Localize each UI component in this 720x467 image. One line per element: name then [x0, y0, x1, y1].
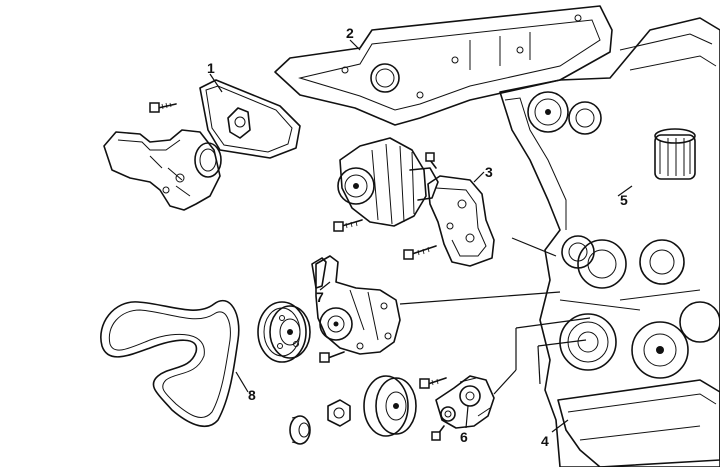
callout-2: 2: [346, 25, 354, 41]
thermostat-gasket: [199, 79, 301, 159]
callout-labels: 1 2 3 4 5 6 7 8: [207, 25, 628, 449]
nut: [327, 399, 351, 427]
thermostat-housing: [103, 129, 222, 211]
bolt: [149, 102, 177, 113]
callout-8: 8: [248, 387, 256, 403]
engine-block: [499, 17, 720, 467]
bolt: [431, 425, 445, 441]
valve-cover: [274, 5, 613, 126]
bolt: [425, 152, 437, 169]
washer: [289, 415, 311, 445]
callout-4: 4: [541, 433, 549, 449]
belt-tensioner: [435, 375, 495, 429]
bolt: [419, 377, 447, 389]
mounting-bracket: [427, 175, 495, 267]
bolt: [319, 351, 345, 363]
water-pump-pulley: [257, 301, 311, 363]
callout-3: 3: [485, 164, 493, 180]
idler-pulley: [363, 375, 417, 437]
drive-belt: [100, 299, 240, 427]
water-pump: [311, 255, 401, 355]
alternator: [337, 137, 439, 227]
callout-6: 6: [460, 429, 468, 445]
callout-5: 5: [620, 192, 628, 208]
bolt: [403, 245, 437, 260]
bolt: [333, 219, 363, 232]
leader-lines: [209, 39, 633, 433]
callout-7: 7: [316, 289, 324, 305]
callout-1: 1: [207, 60, 215, 76]
